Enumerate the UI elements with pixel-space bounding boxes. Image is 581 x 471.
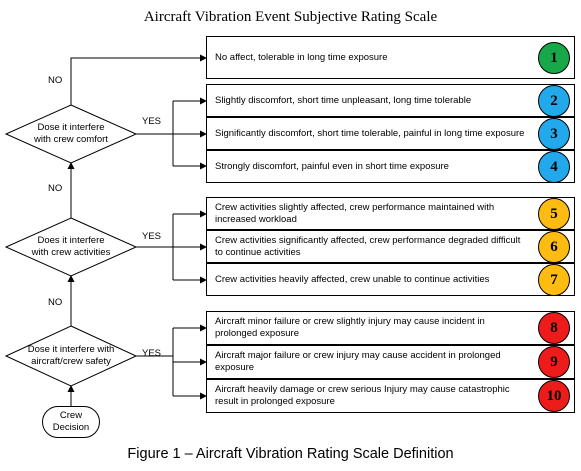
rating-box-6: Crew activities significantly affected, …: [206, 230, 575, 263]
rating-text: Aircraft minor failure or crew slightly …: [215, 316, 485, 339]
rating-text: No affect, tolerable in long time exposu…: [215, 51, 388, 63]
diagram-title: Aircraft Vibration Event Subjective Rati…: [143, 9, 438, 25]
rating-box-10: Aircraft heavily damage or crew serious …: [206, 379, 575, 413]
rating-badge-6: 6: [538, 231, 570, 263]
rating-text: Crew activities significantly affected, …: [215, 234, 521, 258]
edge-no-comfort: NO: [48, 75, 63, 86]
decision-diamond-comfort: [4, 104, 138, 164]
rating-badge-8: 8: [538, 312, 570, 344]
edge-yes-comfort: YES: [142, 116, 162, 127]
rating-badge-10: 10: [538, 380, 570, 412]
decision-diamond-activities: [4, 217, 138, 277]
edge-no-safety: NO: [48, 297, 63, 308]
rating-text: Strongly discomfort, painful even in sho…: [215, 160, 449, 172]
rating-badge-9: 9: [538, 346, 570, 378]
rating-box-7: Crew activities heavily affected, crew u…: [206, 263, 575, 296]
decision-label-activities: Does it interfere with crew activities: [31, 235, 111, 258]
rating-box-3: Significantly discomfort, short time tol…: [206, 117, 575, 150]
decision-label-comfort: Dose it interfere with crew comfort: [34, 122, 108, 145]
rating-badge-1: 1: [538, 42, 570, 74]
rating-badge-4: 4: [538, 151, 570, 183]
rating-box-4: Strongly discomfort, painful even in sho…: [206, 150, 575, 183]
rating-text: Significantly discomfort, short time tol…: [215, 127, 525, 139]
edge-yes-activities: YES: [142, 231, 162, 242]
rating-box-5: Crew activities slightly affected, crew …: [206, 197, 575, 230]
rating-box-9: Aircraft major failure or crew injury ma…: [206, 345, 575, 379]
edge-yes-safety: YES: [142, 348, 162, 359]
rating-box-2: Slightly discomfort, short time unpleasa…: [206, 84, 575, 117]
rating-badge-5: 5: [538, 198, 570, 230]
rating-box-8: Aircraft minor failure or crew slightly …: [206, 311, 575, 345]
edge-no-activities: NO: [48, 183, 63, 194]
decision-label-safety: Dose it interfere with aircraft/crew saf…: [27, 344, 115, 367]
rating-text: Aircraft major failure or crew injury ma…: [215, 350, 501, 373]
decision-diamond-safety: [4, 325, 138, 387]
rating-text: Crew activities slightly affected, crew …: [215, 201, 495, 225]
rating-text: Aircraft heavily damage or crew serious …: [215, 384, 510, 407]
rating-badge-3: 3: [538, 118, 570, 150]
rating-text: Crew activities heavily affected, crew u…: [215, 273, 490, 285]
figure-caption: Figure 1 – Aircraft Vibration Rating Sca…: [127, 446, 454, 462]
rating-badge-2: 2: [538, 85, 570, 117]
rating-box-1: No affect, tolerable in long time exposu…: [206, 36, 575, 79]
rating-text: Slightly discomfort, short time unpleasa…: [215, 94, 472, 106]
crew-decision-start: Crew Decision: [42, 406, 100, 438]
rating-badge-7: 7: [538, 264, 570, 296]
